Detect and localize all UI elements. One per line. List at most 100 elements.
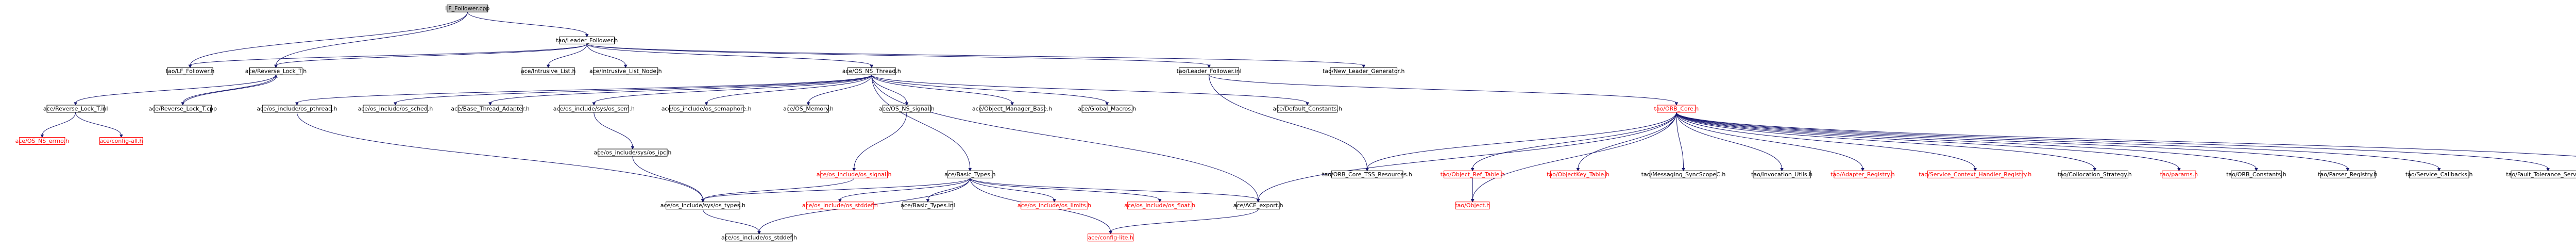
edge-arrowhead (74, 102, 77, 106)
graph-node[interactable]: tao/Messaging_SyncScopeC.h (1641, 170, 1726, 178)
node-label: ace/os_include/os_stddef.h (802, 202, 878, 209)
graph-node[interactable]: ace/Basic_Types.h (944, 170, 995, 178)
node-box (1127, 202, 1193, 210)
graph-node[interactable]: tao/params.h (2160, 170, 2198, 178)
graph-node[interactable]: tao/Adapter_Registry.h (1831, 170, 1895, 178)
dependency-edge (1110, 209, 1259, 232)
edge-arrowhead (2546, 168, 2550, 172)
graph-node[interactable]: tao/ORB_Core_TSS_Resources.h (1322, 170, 1412, 178)
dependency-edge (970, 177, 1259, 201)
graph-node[interactable]: ace/os_include/os_semaphore.h (662, 105, 752, 113)
graph-node[interactable]: tao/Service_Callbacks.h (2405, 170, 2473, 178)
graph-node[interactable]: tao/ORB_Core.h (1654, 105, 1699, 113)
node-box (1550, 170, 1606, 178)
graph-node[interactable]: ace/Intrusive_List_Node.h (589, 67, 662, 75)
graph-node[interactable]: tao/Parser_Registry.h (2318, 170, 2378, 178)
graph-node[interactable]: tao/Object.h (1455, 202, 1490, 210)
dependency-edge (702, 177, 971, 201)
graph-node[interactable]: ace/Basic_Types.inl (901, 202, 955, 210)
graph-node[interactable]: ace/os_include/os_limits.h (1018, 202, 1091, 210)
graph-node[interactable]: ace/config-lite.h (1088, 234, 1134, 242)
graph-node[interactable]: ace/config-all.h (99, 137, 143, 145)
node-label: ace/Basic_Types.inl (901, 202, 955, 209)
node-box (2409, 170, 2469, 178)
graph-node[interactable]: ace/OS_NS_Thread.h (842, 67, 901, 75)
graph-node[interactable]: ace/os_include/sys/os_types.h (660, 202, 745, 210)
edge-arrowhead (968, 168, 972, 172)
graph-node[interactable]: tao/Collocation_Strategy.h (2058, 170, 2132, 178)
dependency-edge (1676, 112, 2257, 169)
node-label: ace/OS_Memory.h (783, 105, 834, 112)
graph-node[interactable]: tao/Service_Context_Handler_Registry.h (1919, 170, 2031, 178)
edge-arrowhead (274, 74, 278, 78)
dependency-edge (1676, 112, 2179, 169)
dependency-edge (871, 75, 1259, 200)
edge-arrowhead (704, 102, 708, 106)
graph-node[interactable]: ace/Reverse_Lock_T.h (245, 67, 307, 75)
edge-arrowhead (757, 231, 761, 235)
graph-node[interactable]: ace/os_include/os_sched.h (358, 105, 433, 113)
graph-node[interactable]: ace/os_include/os_signal.h (817, 170, 892, 178)
node-label: tao/Collocation_Strategy.h (2058, 171, 2132, 178)
node-label: ace/Object_Manager_Base.h (972, 105, 1053, 112)
graph-node[interactable]: ace/Base_Thread_Adapter.h (451, 105, 530, 113)
graph-node[interactable]: ace/os_include/sys/os_ipc.h (594, 148, 671, 157)
edge-arrowhead (926, 199, 930, 203)
graph-node[interactable]: ace/Intrusive_List.h (521, 67, 576, 75)
node-box (979, 105, 1045, 113)
edge-arrowhead (623, 64, 628, 69)
node-box (1179, 67, 1240, 75)
node-box (947, 170, 993, 178)
dependency-edge (839, 178, 971, 200)
graph-node[interactable]: tao/Fault_Tolerance_Service.h (2506, 170, 2576, 178)
graph-node[interactable]: ace/Global_Macros.h (1078, 105, 1137, 113)
dependency-edge (467, 12, 587, 35)
graph-node[interactable]: ace/Object_Manager_Base.h (972, 105, 1053, 113)
dependency-edge (275, 43, 587, 66)
node-box (1650, 170, 1717, 178)
edge-arrowhead (1470, 168, 1475, 172)
graph-node[interactable]: tao/Object_Ref_Table.h (1440, 170, 1505, 178)
node-box (883, 105, 931, 113)
node-box (2162, 170, 2196, 178)
graph-node[interactable]: ace/Reverse_Lock_T.cpp (148, 105, 217, 113)
graph-node[interactable]: ace/OS_Memory.h (783, 105, 834, 113)
node-label: tao/ORB_Core_TSS_Resources.h (1322, 171, 1412, 178)
edge-arrowhead (1158, 199, 1162, 203)
graph-node[interactable]: ace/OS_NS_signal.h (879, 105, 935, 113)
graph-node[interactable]: ace/ACE_export.h (1233, 202, 1283, 210)
edge-arrowhead (1470, 199, 1475, 203)
graph-node[interactable]: ace/Reverse_Lock_T.inl (43, 105, 108, 113)
graph-node[interactable]: ace/Default_Constants.h (1273, 105, 1342, 113)
dependency-edge (927, 178, 971, 200)
node-box (1081, 105, 1133, 113)
node-label: ace/Base_Thread_Adapter.h (451, 105, 530, 112)
graph-node[interactable]: LF_Follower.cpp (445, 4, 489, 12)
edge-arrowhead (838, 199, 842, 203)
graph-node[interactable]: tao/New_Leader_Generator.h (1323, 67, 1405, 75)
dependency-edge (702, 209, 759, 232)
graph-node[interactable]: ace/os_include/os_float.h (1124, 202, 1195, 210)
node-label: tao/Adapter_Registry.h (1831, 171, 1895, 178)
graph-node[interactable]: ace/os_include/os_stddef.h (721, 234, 797, 242)
graph-node[interactable]: ace/os_include/os_stddef.h (802, 202, 878, 210)
edge-arrowhead (2177, 168, 2181, 172)
graph-node[interactable]: ace/os_include/os_pthread.h (257, 105, 337, 113)
edge-arrowhead (295, 102, 299, 106)
node-layer: LF_Follower.cpp tao/Leader_Follower.h tao/… (15, 4, 2576, 242)
graph-node[interactable]: ace/OS_NS_errno.h (15, 137, 70, 145)
dependency-edge (182, 77, 276, 106)
node-box (1927, 170, 2023, 178)
graph-node[interactable]: tao/Leader_Follower.h (556, 36, 618, 44)
graph-node[interactable]: tao/ORB_Constants.h (2226, 170, 2286, 178)
node-label: LF_Follower.cpp (445, 5, 489, 12)
node-box (666, 202, 740, 210)
graph-node[interactable]: tao/Leader_Follower.inl (1177, 67, 1242, 75)
graph-node[interactable]: tao/ObjectKey_Table.h (1547, 170, 1609, 178)
graph-node[interactable]: ace/os_include/sys/os_sem.h (553, 105, 635, 113)
graph-node[interactable]: tao/Invocation_Utils.h (1751, 170, 1812, 178)
graph-node[interactable]: tao/LF_Follower.h (166, 67, 215, 75)
dependency-edge (871, 75, 907, 103)
node-box (262, 105, 332, 113)
dependency-edge (871, 74, 1108, 104)
